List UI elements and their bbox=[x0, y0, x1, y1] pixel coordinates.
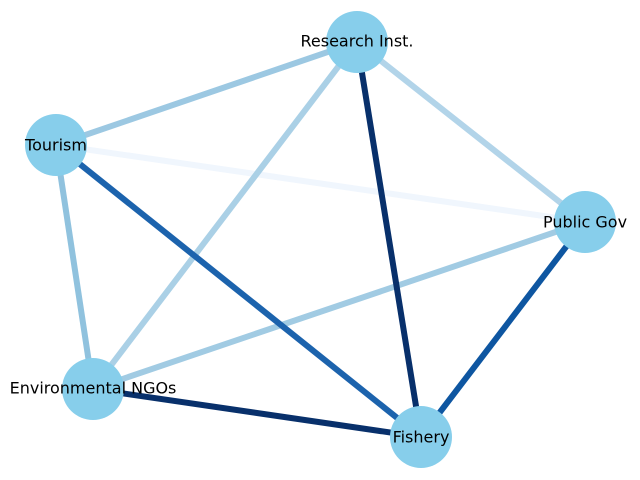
edge-tourism-ngos bbox=[53, 144, 96, 390]
node-circle-tourism bbox=[25, 114, 87, 176]
edge-research-ngos bbox=[90, 40, 360, 391]
node-label-ngos: Environmental NGOs bbox=[10, 379, 177, 398]
edge-publicgov-fishery bbox=[418, 220, 588, 439]
node-tourism[interactable]: Tourism bbox=[24, 114, 87, 176]
edge-ngos-publicgov bbox=[92, 219, 586, 392]
node-circle-ngos bbox=[62, 358, 124, 420]
node-publicgov[interactable]: Public Gov bbox=[543, 191, 627, 253]
edge-tourism-publicgov bbox=[55, 142, 586, 225]
edge-research-publicgov bbox=[355, 39, 587, 225]
node-label-tourism: Tourism bbox=[24, 136, 87, 155]
node-circle-fishery bbox=[390, 406, 452, 468]
nodes-layer: Research Inst. Tourism Public Gov Enviro… bbox=[10, 11, 627, 468]
edge-research-fishery bbox=[354, 41, 424, 438]
edges-layer bbox=[53, 39, 588, 440]
node-research[interactable]: Research Inst. bbox=[300, 11, 414, 73]
node-label-research: Research Inst. bbox=[300, 32, 413, 51]
edge-ngos-fishery bbox=[92, 386, 422, 440]
node-circle-research bbox=[326, 11, 388, 73]
edge-research-tourism bbox=[55, 39, 358, 148]
edge-tourism-fishery bbox=[54, 142, 423, 440]
node-fishery[interactable]: Fishery bbox=[390, 406, 452, 468]
node-label-publicgov: Public Gov bbox=[543, 213, 627, 232]
node-label-fishery: Fishery bbox=[393, 428, 450, 447]
node-circle-publicgov bbox=[554, 191, 616, 253]
node-ngos[interactable]: Environmental NGOs bbox=[10, 358, 177, 420]
